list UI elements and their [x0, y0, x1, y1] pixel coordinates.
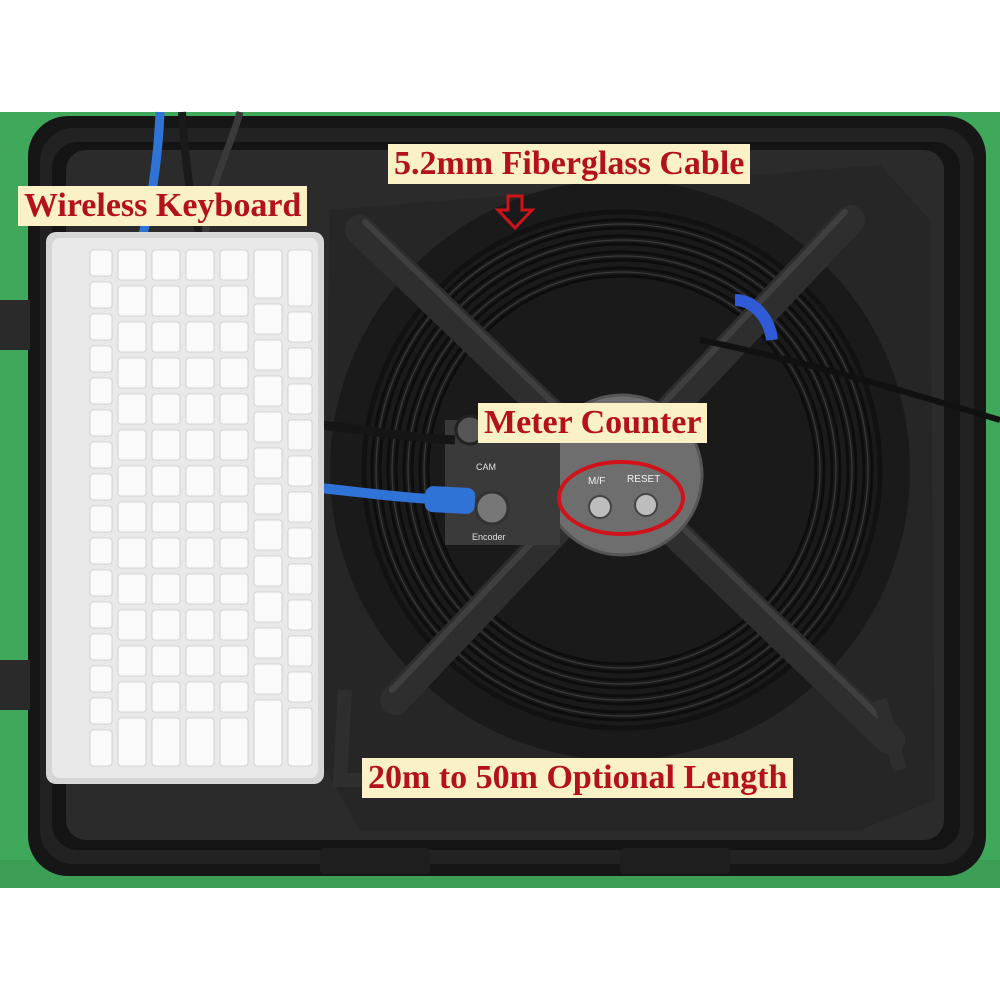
fiberglass-cable-callout: 5.2mm Fiberglass Cable — [388, 144, 751, 184]
keyboard-keys — [89, 249, 313, 767]
optional-length-callout: 20m to 50m Optional Length — [362, 758, 794, 798]
wireless-keyboard-callout: Wireless Keyboard — [18, 186, 308, 226]
reset-label: RESET — [627, 474, 660, 485]
reset-button — [634, 493, 658, 517]
wireless-keyboard — [46, 232, 324, 784]
mf-button — [588, 495, 612, 519]
meter-counter-callout: Meter Counter — [478, 403, 708, 443]
encoder-connector — [474, 490, 510, 526]
encoder-label: Encoder — [472, 532, 506, 542]
highlight-ellipse-icon — [557, 460, 685, 536]
mf-label: M/F — [588, 476, 605, 487]
down-arrow-icon — [494, 194, 536, 231]
cam-label: CAM — [476, 462, 496, 472]
